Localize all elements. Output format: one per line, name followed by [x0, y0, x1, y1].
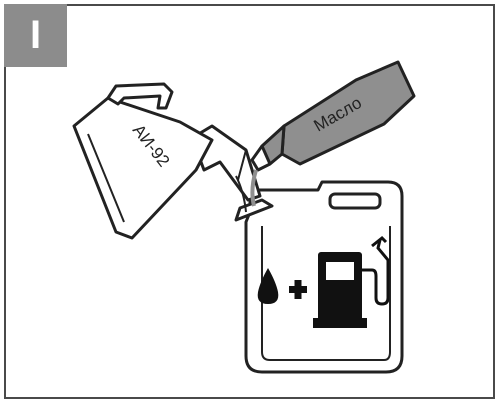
- fuel-can-icon: АИ-92: [74, 84, 260, 238]
- oil-bottle-icon: Масло: [252, 62, 414, 170]
